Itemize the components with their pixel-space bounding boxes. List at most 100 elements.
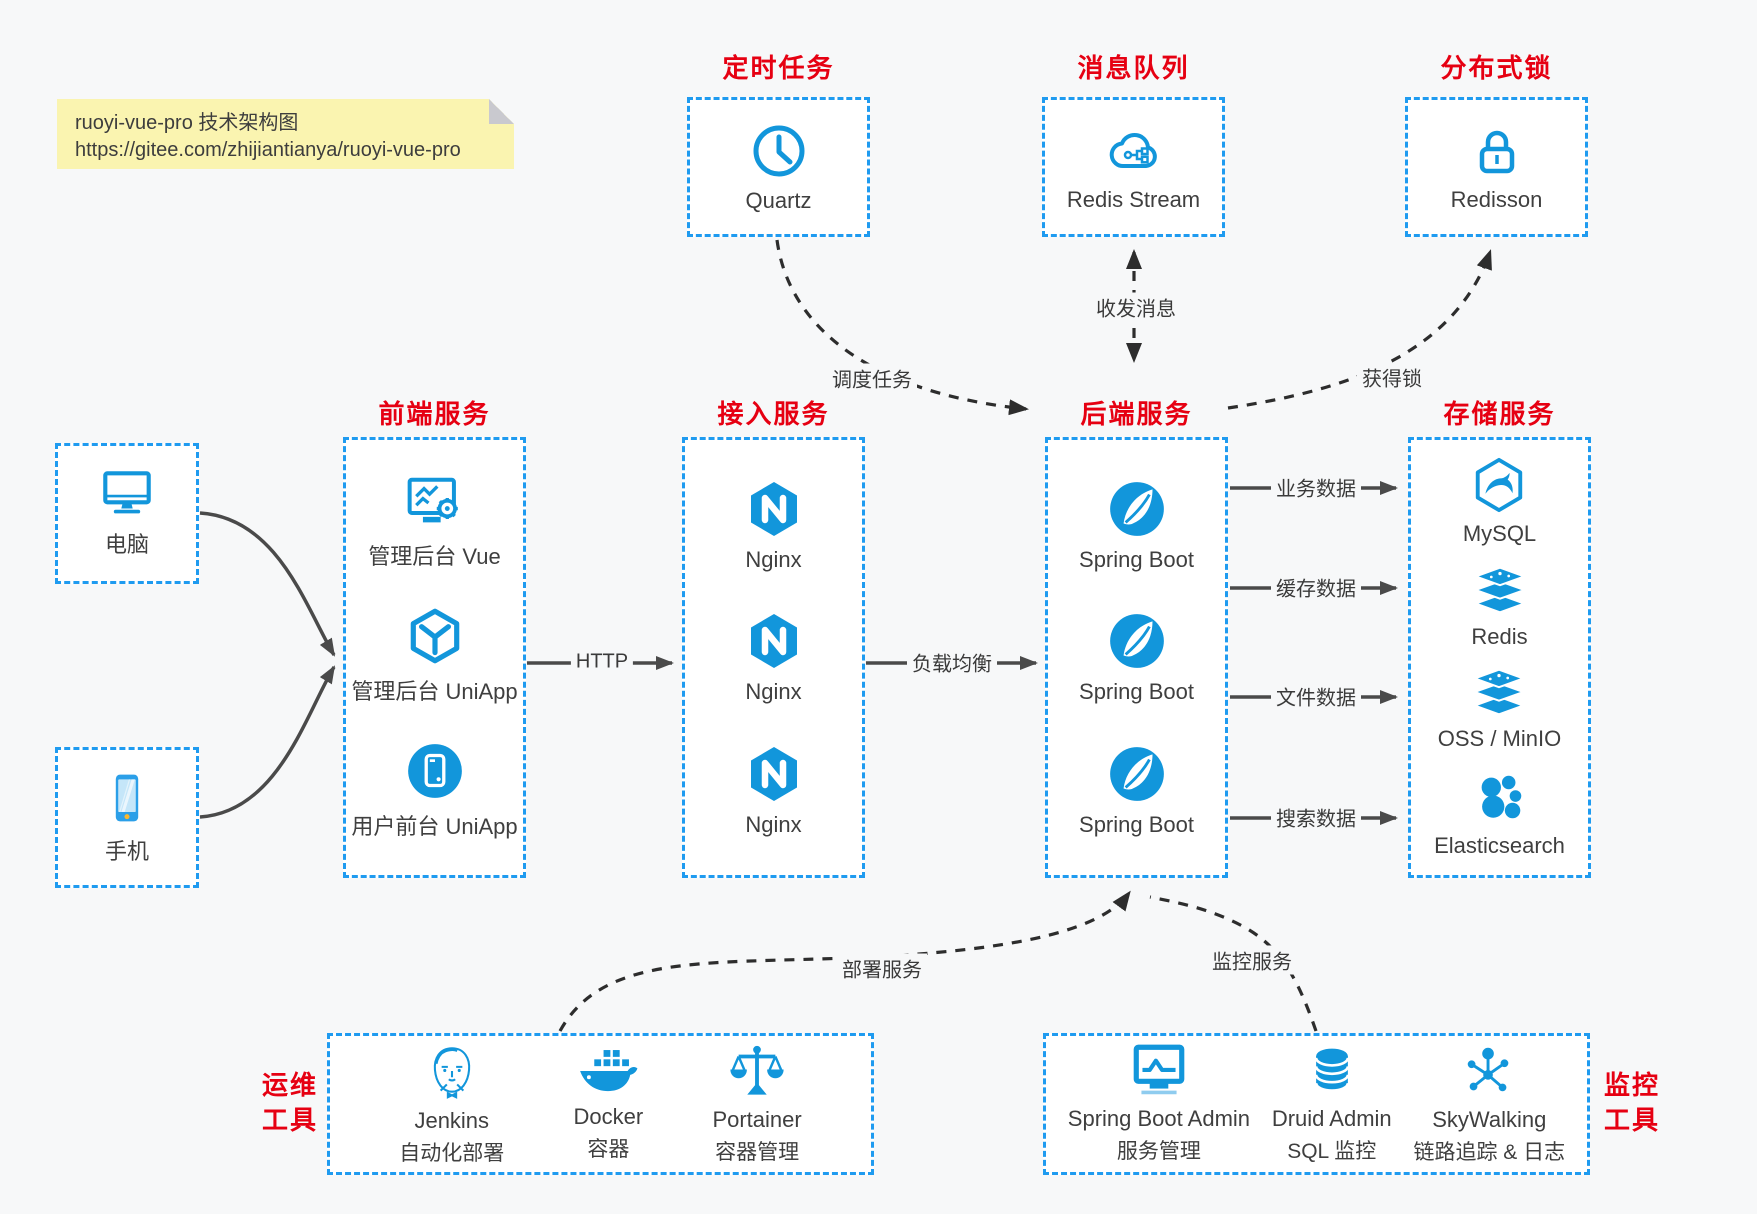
node-desc: 容器: [587, 1138, 630, 1161]
node-admin-uniapp: 管理后台 UniApp: [351, 605, 518, 706]
node-label: Redis Stream: [1066, 186, 1201, 212]
nginx-icon: [750, 481, 797, 536]
node-label: 手机: [104, 839, 149, 864]
node-label: 管理后台 Vue: [368, 544, 501, 569]
node-label: Redisson: [1450, 186, 1543, 212]
group-monitoring-tools: Spring Boot Admin 服务管理 Druid Admin SQL 监…: [1043, 1033, 1590, 1175]
node-label: Elasticsearch: [1434, 833, 1565, 859]
node-desc: 服务管理: [1116, 1140, 1201, 1163]
group-scheduled-task: Quartz: [687, 97, 870, 237]
node-pc: 电脑: [96, 468, 158, 559]
node-redis-stream: Redis Stream: [1067, 122, 1200, 213]
group-title-storage: 存储服务: [1443, 399, 1556, 429]
edge-phone-to-frontend: [199, 665, 336, 819]
client-pc: 电脑: [55, 443, 199, 584]
node-skywalking: SkyWalking 链路追踪 & 日志: [1413, 1042, 1565, 1166]
oss-minio-icon: [1472, 669, 1527, 716]
nginx-icon: [750, 746, 797, 801]
uniapp-circle-icon: [407, 744, 462, 798]
edge-deploy-service: [558, 890, 1131, 1032]
node-elasticsearch: Elasticsearch: [1434, 768, 1565, 859]
lock-icon: [1479, 130, 1514, 173]
edge-acquire-lock: [1227, 249, 1492, 410]
node-label: MySQL: [1462, 520, 1537, 546]
node-admin-vue: 管理后台 Vue: [368, 474, 501, 571]
note-url: https://gitee.com/zhijiantianya/ruoyi-vu…: [75, 139, 461, 161]
node-jenkins: Jenkins 自动化部署: [399, 1041, 504, 1167]
monitoring-tools-label: 监控 工具: [1604, 1070, 1661, 1135]
node-label: 电脑: [104, 532, 149, 557]
node-mysql: MySQL: [1463, 456, 1536, 547]
redis-stream-cloud-icon: [1109, 132, 1157, 168]
node-quartz: Quartz: [745, 121, 812, 214]
uniapp-hexagon-icon: [410, 608, 459, 664]
redis-icon: [1472, 566, 1527, 613]
node-label: 管理后台 UniApp: [351, 679, 518, 704]
edge-label-deploy-service: 部署服务: [837, 953, 927, 983]
edge-label-monitor-service: 监控服务: [1207, 945, 1297, 975]
group-distributed-lock: Redisson: [1405, 97, 1588, 237]
node-label: Nginx: [745, 811, 802, 837]
spring-boot-admin-icon: [1133, 1044, 1185, 1095]
edge-label-search-data: 搜索数据: [1271, 802, 1361, 832]
spring-boot-icon: [1109, 746, 1164, 801]
node-label: Spring Boot: [1079, 546, 1194, 572]
node-spring-boot-3: Spring Boot: [1079, 743, 1194, 838]
portainer-icon: [730, 1045, 784, 1095]
node-spring-boot-1: Spring Boot: [1079, 478, 1194, 573]
node-label: Nginx: [745, 546, 802, 572]
elasticsearch-icon: [1481, 775, 1521, 819]
node-nginx-1: Nginx: [744, 478, 804, 573]
group-title-message-queue: 消息队列: [1077, 53, 1190, 83]
node-desc: 自动化部署: [399, 1142, 505, 1165]
node-desc: 链路追踪 & 日志: [1413, 1141, 1566, 1164]
edge-label-send-receive-message: 收发消息: [1091, 292, 1181, 322]
node-label: Spring Boot: [1079, 679, 1194, 704]
edge-pc-to-frontend: [199, 511, 336, 657]
group-gateway: Nginx Nginx Nginx: [682, 437, 865, 878]
sticky-note: ruoyi-vue-pro 技术架构图 https://gitee.com/zh…: [57, 99, 514, 169]
node-label: Spring Boot Admin: [1067, 1106, 1251, 1131]
node-oss-minio: OSS / MinIO: [1438, 665, 1561, 752]
node-nginx-3: Nginx: [744, 743, 804, 838]
edge-monitor-service: [1149, 895, 1318, 1032]
group-storage: MySQL Redis OSS / MinIO: [1408, 437, 1591, 878]
jenkins-icon: [433, 1047, 470, 1099]
node-docker: Docker 容器: [573, 1045, 644, 1163]
node-label: OSS / MinIO: [1437, 726, 1562, 752]
docker-icon: [580, 1048, 638, 1092]
node-desc: 容器管理: [715, 1141, 800, 1164]
node-label: Druid Admin: [1271, 1106, 1392, 1131]
node-druid-admin: Druid Admin SQL 监控: [1272, 1043, 1392, 1165]
edge-label-business-data: 业务数据: [1271, 472, 1361, 502]
group-backend: Spring Boot Spring Boot Spring Boot: [1045, 437, 1228, 878]
nginx-icon: [750, 614, 797, 668]
node-label: 用户前台 UniApp: [351, 814, 518, 839]
node-spring-boot-admin: Spring Boot Admin 服务管理: [1068, 1043, 1250, 1165]
group-message-queue: Redis Stream: [1042, 97, 1225, 237]
skywalking-icon: [1468, 1047, 1509, 1092]
node-label: Redis: [1471, 623, 1528, 649]
node-label: SkyWalking: [1432, 1107, 1547, 1132]
group-title-scheduled-task: 定时任务: [722, 53, 835, 83]
node-phone: 手机: [99, 769, 155, 866]
node-label: Docker: [573, 1104, 644, 1129]
edge-label-cache-data: 缓存数据: [1271, 572, 1361, 602]
druid-icon: [1314, 1048, 1349, 1092]
group-ops-tools: Jenkins 自动化部署 Docker 容器: [327, 1033, 874, 1175]
note-title: ruoyi-vue-pro 技术架构图: [75, 112, 299, 134]
edge-label-load-balance: 负载均衡: [907, 647, 997, 677]
node-redis: Redis: [1471, 563, 1529, 650]
edge-label-acquire-lock: 获得锁: [1357, 362, 1427, 392]
group-title-backend: 后端服务: [1080, 399, 1193, 429]
node-redisson: Redisson: [1450, 122, 1543, 213]
group-title-gateway: 接入服务: [717, 399, 830, 429]
node-label: Jenkins: [414, 1108, 490, 1133]
admin-vue-icon: [408, 477, 459, 523]
node-portainer: Portainer 容器管理: [712, 1042, 802, 1166]
node-spring-boot-2: Spring Boot: [1079, 610, 1194, 705]
edge-label-schedule-task: 调度任务: [827, 363, 917, 393]
node-desc: SQL 监控: [1287, 1140, 1377, 1163]
client-phone: 手机: [55, 747, 199, 888]
